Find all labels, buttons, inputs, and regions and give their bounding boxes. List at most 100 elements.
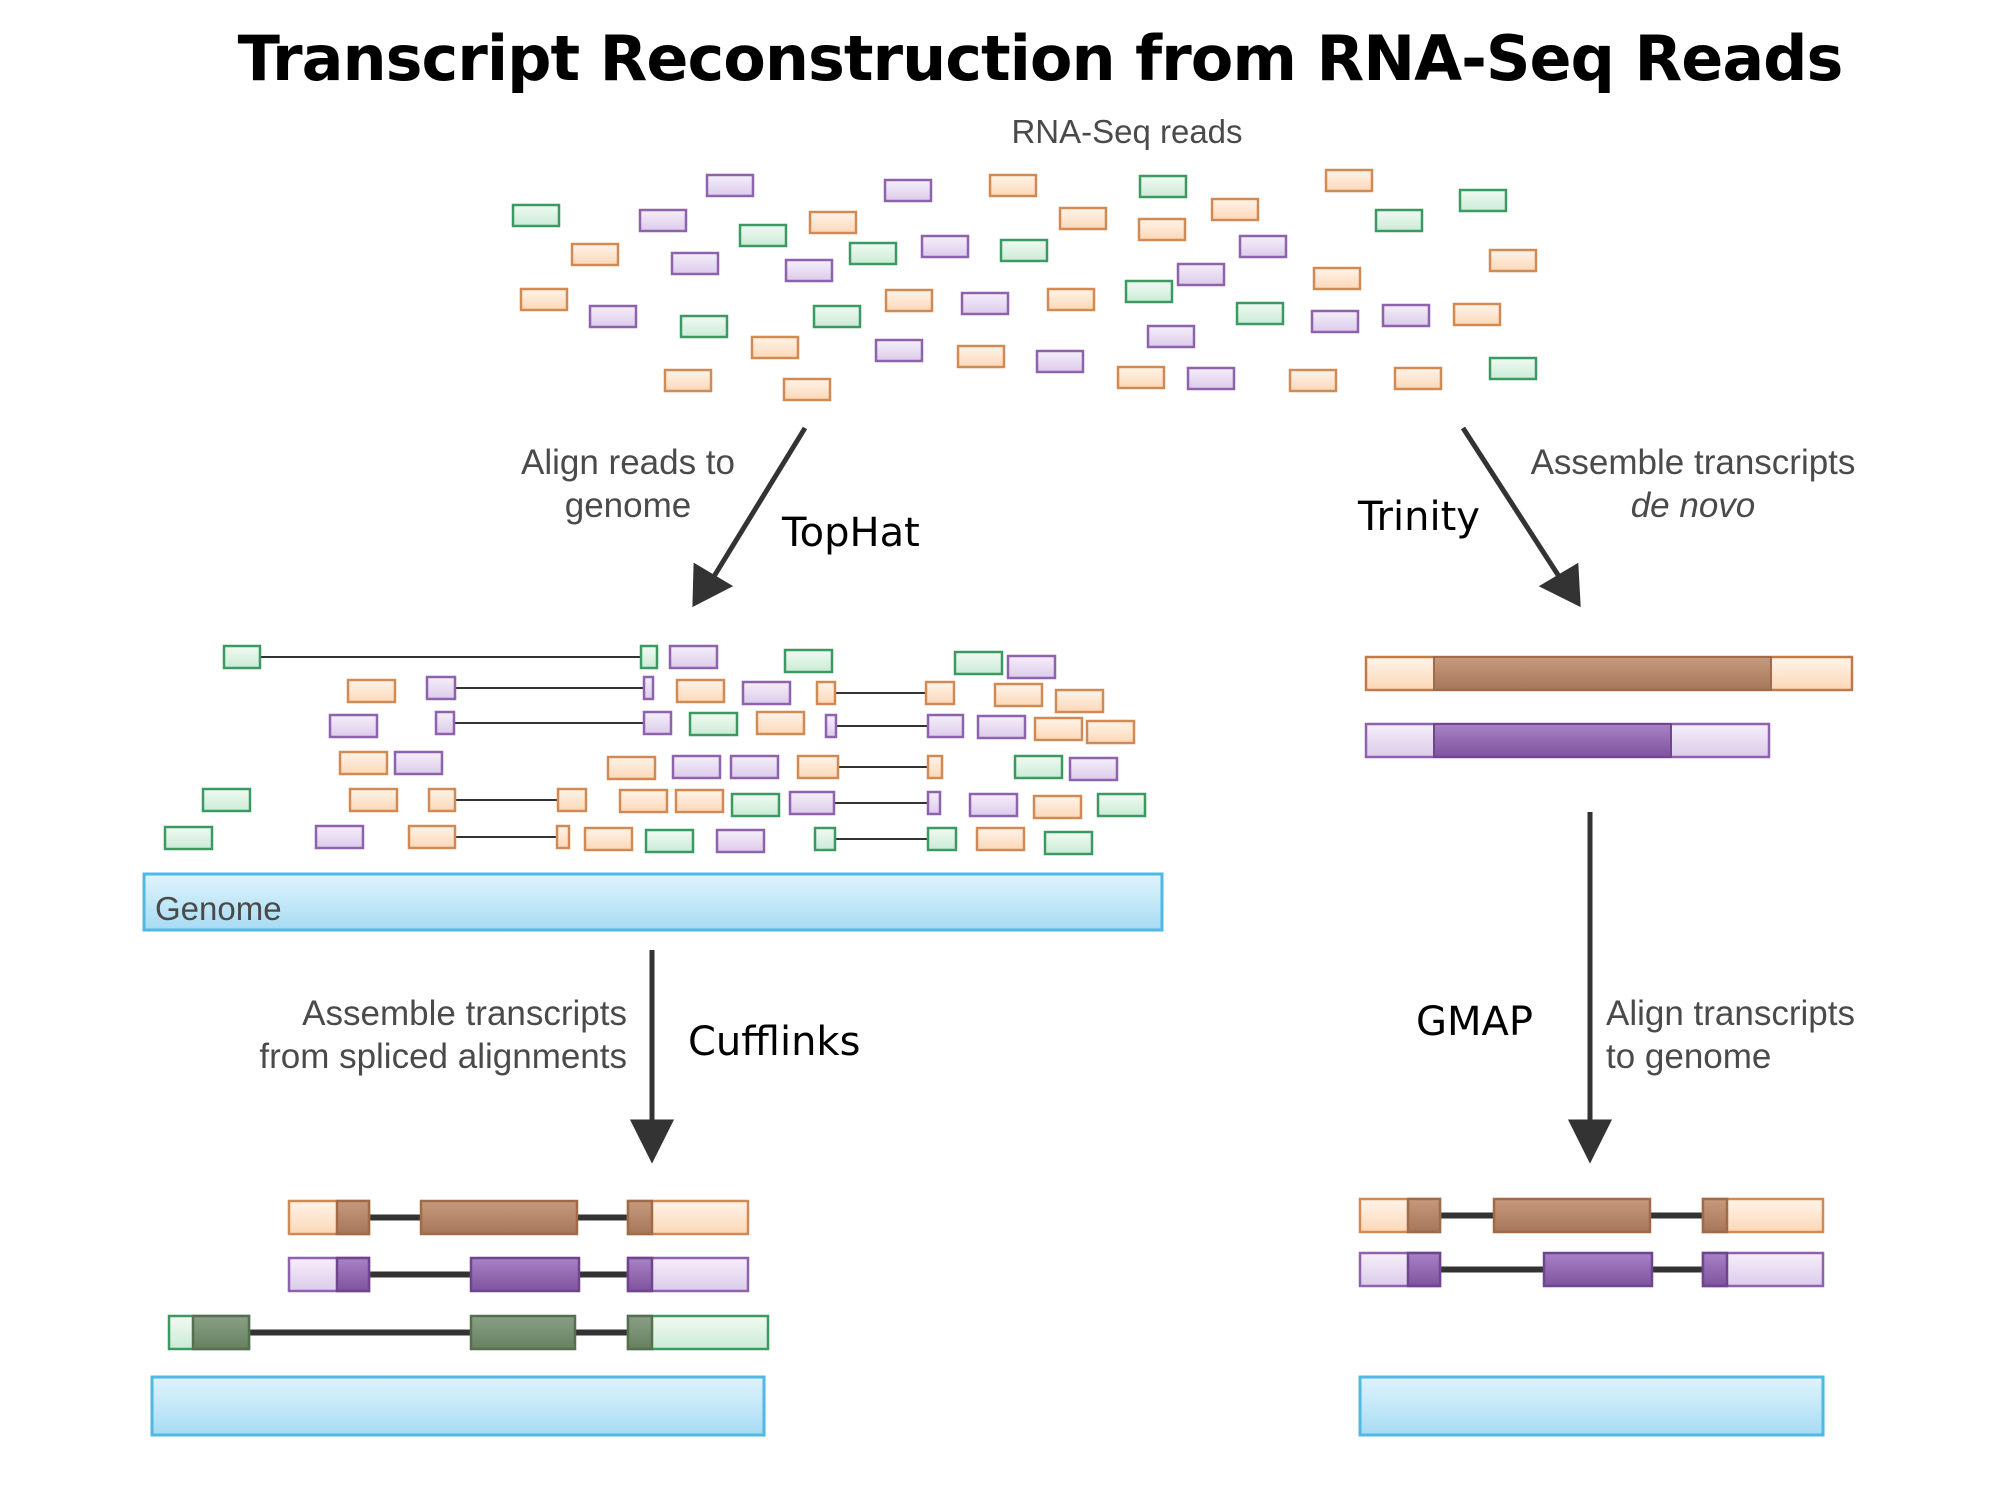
tool-tophat: TopHat: [781, 510, 920, 556]
aligned-read-22: [201, 787, 252, 813]
read-47: [1393, 366, 1443, 391]
aligned-read-21: [1068, 756, 1119, 782]
read-15: [784, 258, 834, 283]
read-26: [812, 304, 862, 329]
tool-trinity: Trinity: [1357, 494, 1480, 540]
align-transcripts-label-line1: Align transcripts: [1606, 994, 1855, 1033]
cufflinks-transcript-purple-cds-1: [335, 1256, 371, 1293]
tool-gmap: GMAP: [1416, 999, 1533, 1045]
read-45: [1186, 366, 1236, 391]
read-24: [679, 314, 729, 339]
aligned-read-43: [815, 680, 837, 706]
read-12: [1374, 208, 1424, 233]
aligned-read-34: [715, 828, 766, 854]
aligned-read-3: [1006, 654, 1057, 680]
read-25: [750, 335, 800, 360]
assemble-denovo-label-line2: de novo: [1631, 486, 1756, 525]
read-32: [1312, 266, 1362, 291]
read-6: [511, 203, 561, 228]
read-3: [1138, 174, 1188, 199]
align-transcripts-label-line2: to genome: [1606, 1037, 1771, 1076]
read-21: [1488, 248, 1538, 273]
cufflinks-transcript-orange-cds-2: [419, 1199, 579, 1236]
cufflinks-transcript-green-cds-2: [469, 1314, 577, 1351]
read-30: [1124, 279, 1174, 304]
aligned-read-26: [730, 792, 781, 818]
aligned-read-50: [556, 787, 588, 813]
arrow-cufflinks: [629, 950, 675, 1164]
gmap-transcripts: [1358, 1197, 1825, 1288]
read-38: [956, 344, 1006, 369]
cufflinks-transcript-orange-cds-3: [626, 1199, 654, 1236]
aligned-read-53: [407, 824, 457, 850]
aligned-read-46: [926, 713, 965, 739]
page-title: Transcript Reconstruction from RNA-Seq R…: [237, 22, 1844, 95]
aligned-read-20: [1013, 754, 1064, 780]
genome-label: Genome: [155, 890, 282, 927]
aligned-read-25: [674, 788, 725, 814]
read-33: [1235, 301, 1285, 326]
read-7: [638, 208, 688, 233]
read-36: [1452, 302, 1502, 327]
aligned-read-29: [1096, 792, 1147, 818]
cufflinks-transcript-green-cds-3: [626, 1314, 654, 1351]
gmap-transcript-orange-cds-2: [1492, 1197, 1652, 1234]
aligned-read-40: [642, 675, 655, 701]
assemble-denovo-label-line1: Assemble transcripts: [1531, 443, 1856, 482]
read-17: [920, 234, 970, 259]
genome-bar-bottom-right: [1358, 1375, 1825, 1437]
aligned-read-54: [555, 824, 571, 850]
cufflinks-transcript-purple-cds-3: [626, 1256, 654, 1293]
assemble-spliced-label-line1: Assemble transcripts: [302, 994, 627, 1033]
align-reads-label-line1: Align reads to: [521, 443, 735, 482]
aligned-read-33: [644, 828, 695, 854]
read-16: [848, 241, 898, 266]
read-27: [884, 288, 934, 313]
aligned-read-39: [425, 675, 457, 701]
read-8: [738, 223, 788, 248]
read-19: [1137, 217, 1187, 242]
aligned-read-11: [755, 710, 806, 736]
arrow-gmap: [1567, 812, 1613, 1164]
cufflinks-transcripts: [167, 1199, 770, 1351]
trinity-transcript-orange: [1364, 655, 1854, 692]
aligned-read-47: [796, 754, 840, 780]
gmap-transcript-purple-cds-2: [1542, 1251, 1654, 1288]
aligned-read-28: [1032, 794, 1083, 820]
trinity-transcript-purple: [1364, 722, 1771, 759]
read-14: [670, 251, 720, 276]
read-18: [999, 238, 1049, 263]
aligned-read-6: [741, 680, 792, 706]
arrow-tophat: [692, 426, 808, 608]
cufflinks-transcript-purple-cds-2: [469, 1256, 581, 1293]
aligned-read-38: [639, 644, 659, 670]
read-44: [1116, 365, 1166, 390]
gmap-transcript-orange-cds-3: [1701, 1197, 1729, 1234]
gmap-transcript-orange-cds-1: [1406, 1197, 1442, 1234]
read-46: [1288, 368, 1338, 393]
aligned-read-2: [953, 650, 1004, 676]
tool-cufflinks: Cufflinks: [688, 1019, 860, 1065]
aligned-reads: [163, 644, 1147, 856]
aligned-read-42: [642, 710, 673, 736]
cufflinks-transcript-orange-cds-1: [335, 1199, 371, 1236]
aligned-read-55: [813, 826, 837, 852]
read-0: [705, 173, 755, 198]
read-40: [1146, 324, 1196, 349]
read-23: [588, 304, 638, 329]
reads-label: RNA-Seq reads: [1011, 113, 1242, 150]
aligned-read-32: [583, 826, 634, 852]
read-11: [1210, 197, 1260, 222]
read-37: [874, 338, 924, 363]
aligned-read-1: [783, 648, 834, 674]
aligned-read-52: [926, 790, 942, 816]
assemble-spliced-label-line2: from spliced alignments: [259, 1037, 627, 1076]
aligned-read-19: [729, 754, 780, 780]
cufflinks-transcript-green-cds-1: [191, 1314, 251, 1351]
aligned-read-9: [328, 713, 379, 739]
aligned-read-44: [924, 680, 956, 706]
read-13: [570, 242, 620, 267]
aligned-read-8: [1054, 688, 1105, 714]
aligned-read-23: [348, 787, 399, 813]
